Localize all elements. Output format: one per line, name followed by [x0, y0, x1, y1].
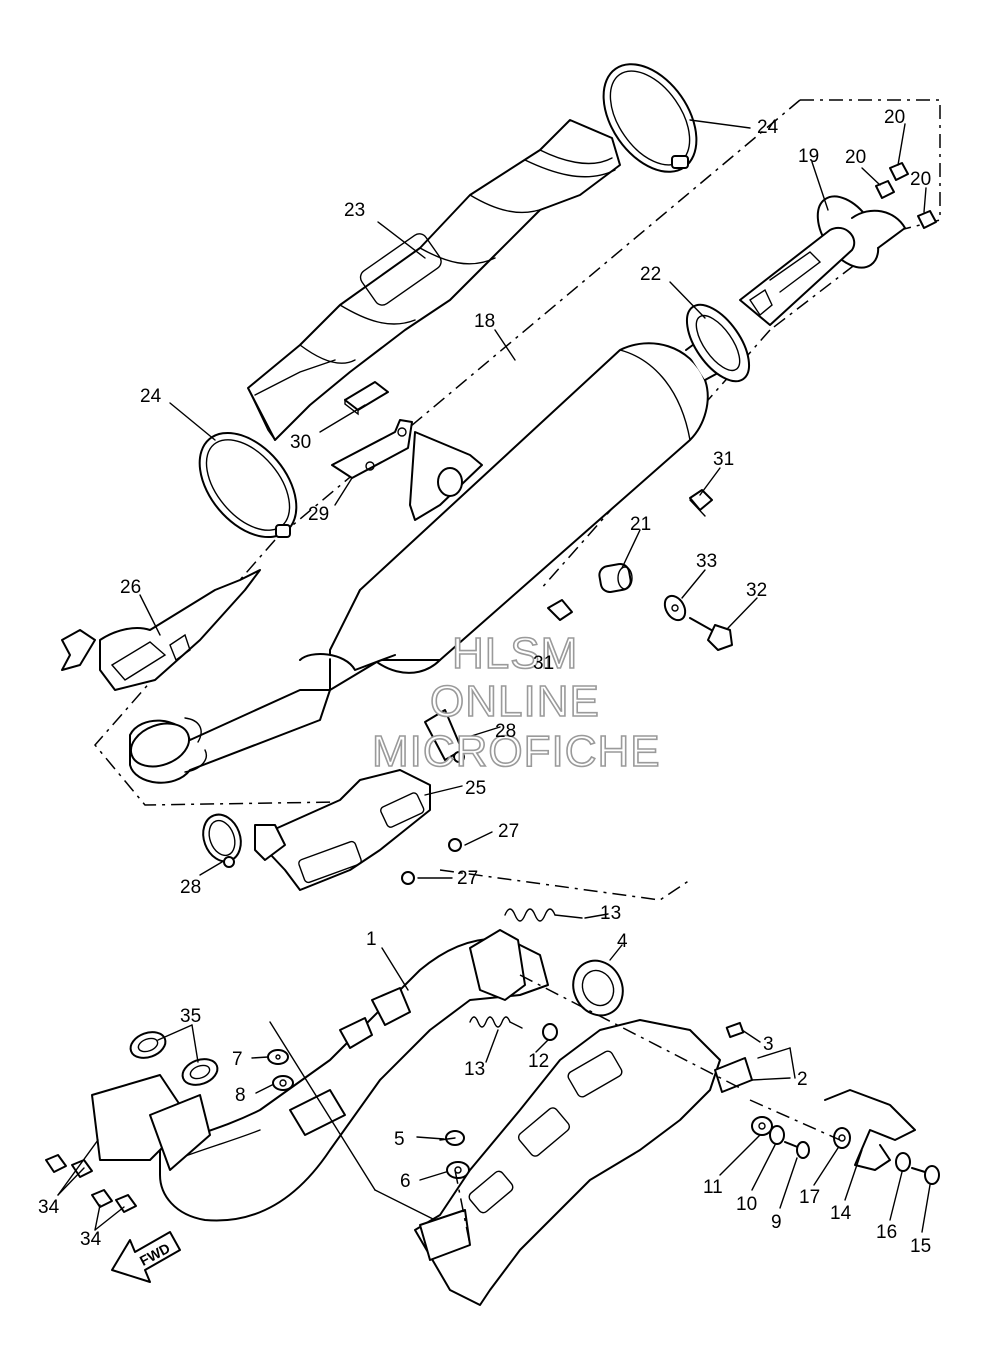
watermark-line2: ONLINE	[430, 677, 600, 726]
washer-16[interactable]	[895, 1152, 911, 1172]
washer-10[interactable]	[769, 1125, 785, 1145]
callout-27-lower: 27	[457, 868, 478, 889]
callout-12: 12	[528, 1051, 549, 1072]
protector-screw-b[interactable]	[401, 871, 415, 885]
callout-21: 21	[630, 514, 651, 535]
damper-pad[interactable]	[344, 381, 389, 416]
connector-pipe-assembly[interactable]	[125, 689, 331, 784]
callout-24-left: 24	[140, 386, 162, 407]
leader-lines-lower	[57, 913, 931, 1233]
forward-direction-arrow: FWD	[111, 1231, 181, 1283]
clamp-band-left[interactable]	[180, 415, 315, 556]
watermark-line3: MICROFICHE	[372, 727, 661, 776]
exhaust-pipe-gasket[interactable]	[564, 952, 631, 1023]
pipe-clamp-lower[interactable]	[197, 809, 247, 868]
exhaust-gasket-a[interactable]	[127, 1028, 169, 1063]
callout-10: 10	[736, 1194, 757, 1215]
tailpipe-gasket[interactable]	[675, 294, 762, 391]
callout-19: 19	[798, 146, 819, 167]
callout-23: 23	[344, 200, 365, 221]
callout-13-lower: 13	[464, 1059, 485, 1080]
muffler-bolt-lower[interactable]	[547, 599, 573, 621]
callout-31-upper: 31	[713, 449, 734, 470]
callout-20-right: 20	[910, 169, 931, 190]
callout-6: 6	[400, 1171, 411, 1192]
callout-35: 35	[180, 1006, 201, 1027]
muffler-bolt-long[interactable]	[689, 617, 733, 651]
washer-17[interactable]	[833, 1127, 851, 1149]
callout-13-upper: 13	[600, 903, 621, 924]
callout-15: 15	[910, 1236, 931, 1257]
callout-2: 2	[797, 1069, 808, 1090]
callout-1: 1	[366, 929, 377, 950]
watermark: HLSM ONLINE MICROFICHE	[371, 628, 661, 777]
exhaust-pipe-cover[interactable]	[414, 1019, 721, 1306]
callout-29: 29	[308, 504, 329, 525]
plate-washer[interactable]	[661, 592, 690, 624]
flange-nut-d[interactable]	[115, 1194, 137, 1213]
washer-7[interactable]	[267, 1049, 289, 1065]
callout-32: 32	[746, 580, 767, 601]
bolt-15[interactable]	[911, 1165, 940, 1185]
callout-28-lower: 28	[180, 877, 201, 898]
callout-22: 22	[640, 264, 661, 285]
callout-31-lower: 31	[533, 653, 554, 674]
exhaust-pipe-protector-rear[interactable]	[61, 569, 261, 691]
muffler-bracket[interactable]	[331, 419, 413, 479]
lower-boundary	[269, 974, 841, 1246]
muffler-bolt-upper[interactable]	[689, 489, 713, 517]
pipe-clamp-upper[interactable]	[424, 709, 465, 763]
muffler-heat-protector[interactable]	[247, 119, 621, 441]
callout-7: 7	[232, 1049, 243, 1070]
callout-24-top: 24	[757, 117, 779, 138]
callout-8: 8	[235, 1085, 246, 1106]
tail-pipe-bolt-a[interactable]	[889, 162, 909, 181]
washer-11[interactable]	[751, 1116, 773, 1136]
protector-screw-a[interactable]	[448, 838, 462, 852]
exhaust-pipe[interactable]	[91, 929, 549, 1222]
clamp-band-top[interactable]	[584, 47, 715, 189]
tail-pipe-bolt-c[interactable]	[917, 210, 937, 229]
damper-collar[interactable]	[598, 563, 633, 594]
callout-11: 11	[703, 1177, 723, 1198]
callout-20-top: 20	[884, 107, 905, 128]
callout-34-lower: 34	[80, 1229, 102, 1250]
callout-26: 26	[120, 577, 141, 598]
callout-25: 25	[465, 778, 486, 799]
leader-lines	[139, 119, 927, 879]
callout-30: 30	[290, 432, 311, 453]
flange-nut-c[interactable]	[91, 1189, 113, 1208]
collar-12[interactable]	[542, 1023, 558, 1041]
callout-33: 33	[696, 551, 717, 572]
callout-16: 16	[876, 1222, 897, 1243]
callout-17: 17	[799, 1187, 820, 1208]
guard-stay[interactable]	[824, 1089, 916, 1171]
callout-18: 18	[474, 311, 495, 332]
callout-4: 4	[617, 931, 628, 952]
callout-9: 9	[771, 1212, 782, 1233]
muffler-body[interactable]	[299, 324, 744, 691]
exhaust-pipe-protector-front[interactable]	[254, 769, 431, 891]
callout-27-upper: 27	[498, 821, 519, 842]
callout-5: 5	[394, 1129, 405, 1150]
watermark-line1: HLSM	[452, 629, 578, 678]
bolt-5[interactable]	[439, 1130, 465, 1146]
tail-pipe-spark-arrester[interactable]	[739, 185, 906, 326]
flange-nut-b[interactable]	[71, 1159, 93, 1178]
flange-nut-a[interactable]	[45, 1154, 67, 1173]
exhaust-spring-lower[interactable]	[469, 1016, 523, 1029]
callout-14: 14	[830, 1203, 852, 1224]
callout-20-mid: 20	[845, 147, 866, 168]
washer-8[interactable]	[272, 1075, 294, 1091]
exhaust-gasket-b[interactable]	[179, 1055, 221, 1090]
exhaust-spring-upper[interactable]	[504, 908, 583, 922]
callout-34-upper: 34	[38, 1197, 60, 1218]
callout-labels: 24 23 20 19 20 20 22 18 24 30 29 31 21 3…	[38, 107, 931, 1257]
screw-9[interactable]	[784, 1141, 810, 1159]
cover-bracket[interactable]	[714, 1021, 753, 1093]
callout-28-upper: 28	[495, 721, 516, 742]
callout-3: 3	[763, 1034, 774, 1055]
